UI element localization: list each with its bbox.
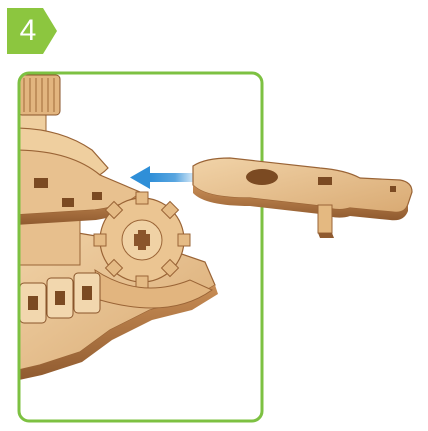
arrow-left-icon	[130, 166, 200, 189]
assembled-model	[10, 75, 218, 382]
wooden-lever-part	[193, 158, 412, 238]
